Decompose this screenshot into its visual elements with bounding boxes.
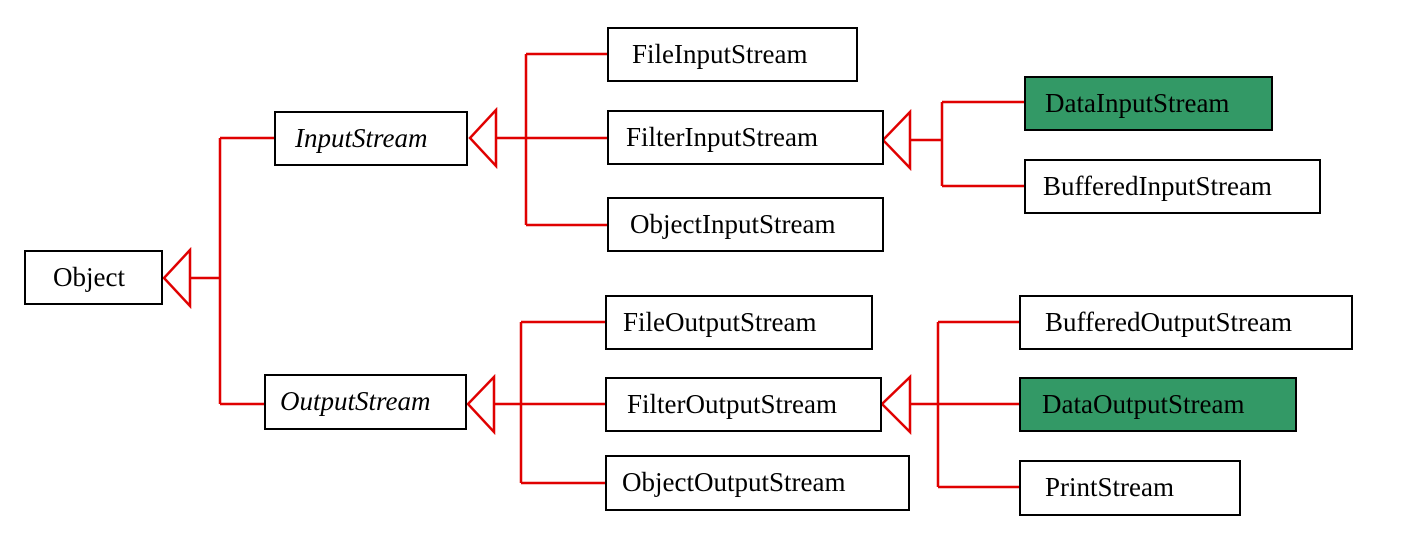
input-stream-label: InputStream — [295, 123, 428, 153]
buffered-output-stream-label: BufferedOutputStream — [1045, 307, 1292, 337]
filter-output-stream-node: FilterOutputStream — [605, 377, 882, 432]
filter-input-stream-label: FilterInputStream — [626, 122, 818, 152]
object-input-stream-label: ObjectInputStream — [630, 209, 836, 239]
print-stream-label: PrintStream — [1045, 472, 1174, 502]
input-stream-node: InputStream — [274, 111, 468, 166]
data-input-stream-node: DataInputStream — [1024, 76, 1273, 131]
buffered-output-stream-node: BufferedOutputStream — [1019, 295, 1353, 350]
object-output-stream-node: ObjectOutputStream — [605, 455, 910, 511]
output-stream-node: OutputStream — [264, 374, 467, 430]
file-output-stream-node: FileOutputStream — [605, 295, 873, 350]
data-input-stream-label: DataInputStream — [1045, 88, 1230, 118]
file-input-stream-node: FileInputStream — [607, 27, 858, 82]
object-label: Object — [53, 262, 125, 292]
output-stream-label: OutputStream — [280, 386, 431, 416]
object-input-stream-node: ObjectInputStream — [607, 197, 884, 252]
input-stream-arrow — [468, 106, 498, 170]
object-arrow — [162, 246, 192, 310]
output-stream-arrow — [466, 373, 496, 436]
object-node: Object — [24, 250, 163, 305]
filter-output-stream-arrow — [880, 374, 912, 436]
filter-input-stream-arrow — [881, 108, 912, 172]
filter-output-stream-label: FilterOutputStream — [627, 389, 837, 419]
data-output-stream-node: DataOutputStream — [1019, 377, 1297, 432]
buffered-input-stream-label: BufferedInputStream — [1043, 171, 1272, 201]
file-output-stream-label: FileOutputStream — [623, 307, 817, 337]
file-input-stream-label: FileInputStream — [632, 39, 808, 69]
object-output-stream-label: ObjectOutputStream — [622, 467, 846, 497]
filter-input-stream-node: FilterInputStream — [607, 110, 884, 165]
buffered-input-stream-node: BufferedInputStream — [1024, 159, 1321, 214]
print-stream-node: PrintStream — [1019, 460, 1241, 516]
data-output-stream-label: DataOutputStream — [1042, 389, 1245, 419]
